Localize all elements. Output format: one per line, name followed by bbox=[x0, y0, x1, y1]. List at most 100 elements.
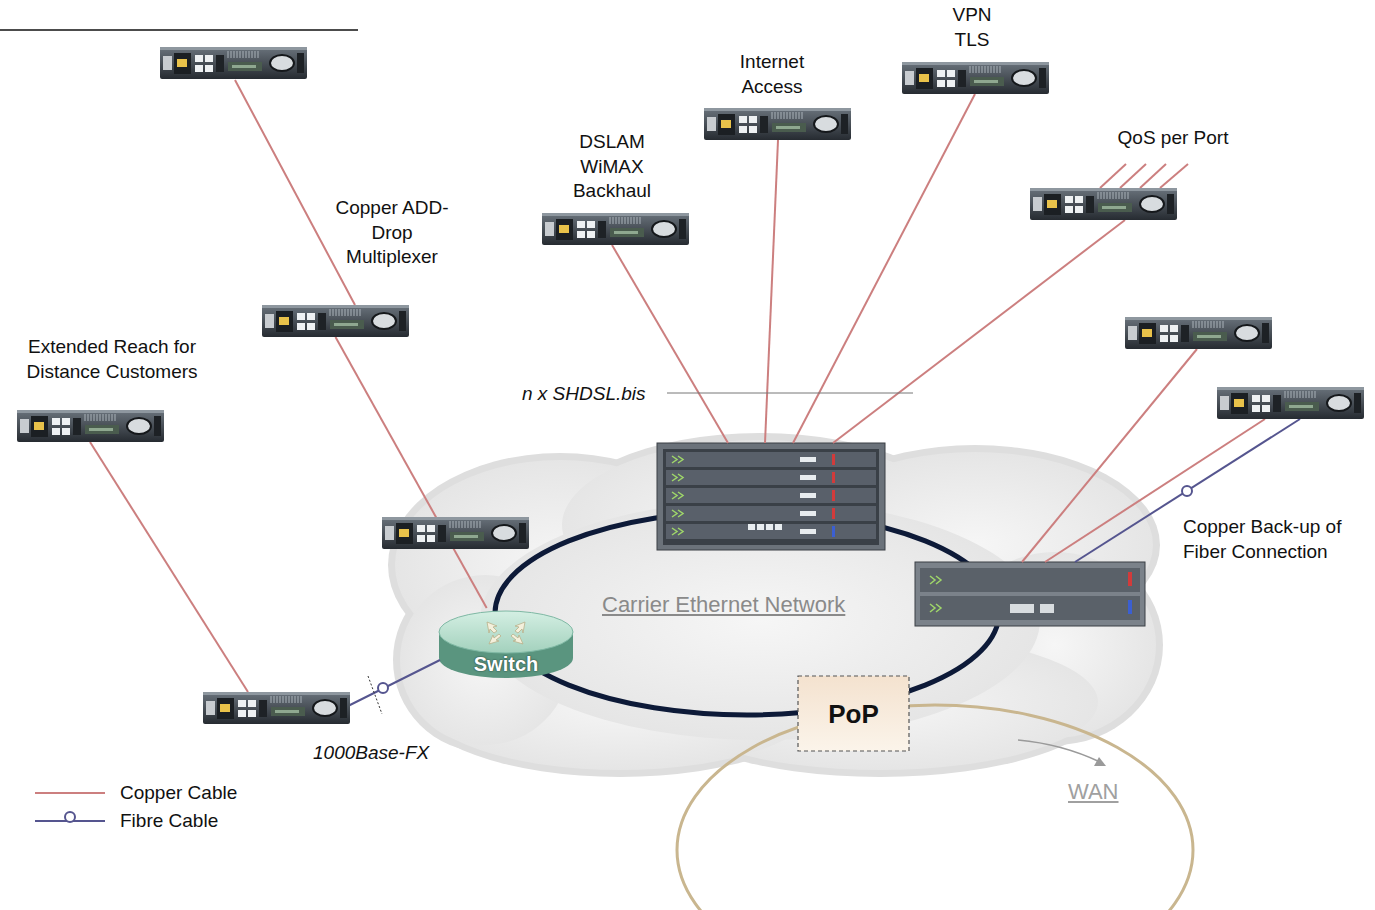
device-shape bbox=[902, 62, 1049, 94]
slot-mark bbox=[672, 456, 683, 463]
illustration-part bbox=[1030, 188, 1177, 220]
device-label: DSLAM WiMAX Backhaul bbox=[562, 130, 662, 204]
slot-mark bbox=[672, 492, 683, 499]
illustration-part bbox=[915, 562, 1145, 626]
device-label: QoS per Port bbox=[1118, 126, 1229, 151]
illustration-part bbox=[612, 245, 728, 443]
pop-box: PoP bbox=[797, 675, 910, 752]
slot-marker bbox=[832, 490, 835, 501]
leader-line bbox=[368, 676, 382, 714]
device-shape bbox=[704, 108, 851, 140]
illustration-part bbox=[1125, 317, 1272, 349]
illustration-part bbox=[1128, 572, 1132, 586]
slot-led bbox=[800, 511, 816, 516]
slot-led bbox=[800, 457, 816, 462]
annotation-label: WAN bbox=[1068, 780, 1119, 805]
illustration-part bbox=[511, 634, 523, 644]
illustration-part bbox=[677, 705, 1193, 910]
chassis-slot bbox=[666, 452, 876, 467]
illustration-part bbox=[235, 80, 355, 305]
chassis-slot bbox=[666, 488, 876, 503]
illustration-part bbox=[1182, 486, 1192, 496]
chassis-slot bbox=[666, 524, 876, 539]
illustration-part bbox=[542, 213, 689, 245]
illustration-part bbox=[663, 449, 879, 545]
device-node: QoS per Port bbox=[1030, 188, 1177, 220]
illustration-part bbox=[1160, 164, 1188, 188]
slot-mark bbox=[672, 474, 683, 481]
leader-line bbox=[667, 393, 913, 394]
slot-led bbox=[800, 493, 816, 498]
device-node: DSLAM WiMAX Backhaul bbox=[542, 213, 689, 245]
device-shape bbox=[542, 213, 689, 245]
slot-led bbox=[800, 529, 816, 534]
illustration-part bbox=[65, 812, 75, 822]
annotation-label: Copper Back-up of Fiber Connection bbox=[1183, 515, 1358, 564]
illustration-part bbox=[1040, 604, 1054, 613]
slot-marker bbox=[832, 472, 835, 483]
illustration-part bbox=[798, 676, 909, 751]
node-label: PoP bbox=[828, 699, 879, 729]
device-node: Internet Access bbox=[704, 108, 851, 140]
illustration-part bbox=[262, 305, 409, 337]
device-shape bbox=[1030, 188, 1177, 220]
illustration-part bbox=[920, 568, 1140, 592]
slot-marker bbox=[832, 508, 835, 519]
slot-mark bbox=[672, 528, 683, 535]
device-node: Extended Reach for Distance Customers bbox=[17, 410, 164, 442]
illustration-part bbox=[920, 596, 1140, 620]
illustration-part bbox=[930, 576, 941, 612]
illustration-part bbox=[1140, 164, 1166, 188]
illustration-part bbox=[489, 634, 501, 644]
illustration-part bbox=[378, 683, 388, 693]
copper-cables bbox=[90, 80, 1265, 692]
illustration-part bbox=[388, 433, 1193, 910]
slot-led bbox=[800, 475, 816, 480]
illustration-part bbox=[90, 442, 248, 692]
legend-text: Fibre Cable bbox=[120, 809, 218, 834]
illustration-part bbox=[902, 62, 1049, 94]
illustration-part bbox=[1120, 164, 1146, 188]
network-cloud: Carrier Ethernet NetworkSwitchPoP bbox=[400, 430, 1170, 780]
illustration-part bbox=[793, 94, 975, 443]
wan-arrow-head bbox=[1094, 757, 1106, 766]
device-label: Copper ADD-Drop Multiplexer bbox=[335, 196, 450, 270]
device-label: VPN TLS bbox=[942, 3, 1002, 52]
device-label: Extended Reach for Distance Customers bbox=[0, 335, 227, 384]
illustration-part bbox=[17, 410, 164, 442]
illustration-part bbox=[35, 792, 105, 794]
port bbox=[766, 524, 773, 530]
legend-samples bbox=[35, 793, 105, 822]
illustration-part bbox=[704, 108, 851, 140]
slot-marker bbox=[832, 526, 835, 537]
illustration-part bbox=[1128, 600, 1132, 614]
illustration-part bbox=[203, 692, 350, 724]
port bbox=[775, 524, 782, 530]
legend-text: Copper Cable bbox=[120, 781, 237, 806]
illustration-part bbox=[515, 622, 525, 633]
illustration-part bbox=[160, 47, 307, 79]
illustration-part bbox=[395, 440, 1156, 770]
slot-mark bbox=[672, 510, 683, 517]
illustration-part bbox=[1010, 604, 1034, 613]
port bbox=[757, 524, 764, 530]
chassis-slot bbox=[666, 470, 876, 485]
illustration-part bbox=[666, 452, 876, 539]
illustration-part bbox=[487, 622, 525, 644]
illustration-part bbox=[765, 140, 778, 443]
illustration-part bbox=[1217, 387, 1364, 419]
device-shape bbox=[262, 305, 409, 337]
device-node: VPN TLS bbox=[902, 62, 1049, 94]
chassis-slot bbox=[666, 506, 876, 521]
slot-marker bbox=[832, 454, 835, 465]
illustration-part bbox=[487, 622, 497, 633]
illustration-part bbox=[833, 220, 1125, 443]
device-node: Copper ADD-Drop Multiplexer bbox=[262, 305, 409, 337]
illustration-part bbox=[439, 611, 573, 653]
device-shape bbox=[17, 410, 164, 442]
illustration-part bbox=[657, 443, 885, 550]
switch-node: Switch bbox=[437, 608, 575, 680]
node-label: Switch bbox=[474, 652, 538, 676]
annotation-label: n x SHDSL.bis bbox=[522, 382, 646, 407]
illustration-part bbox=[388, 433, 1163, 777]
